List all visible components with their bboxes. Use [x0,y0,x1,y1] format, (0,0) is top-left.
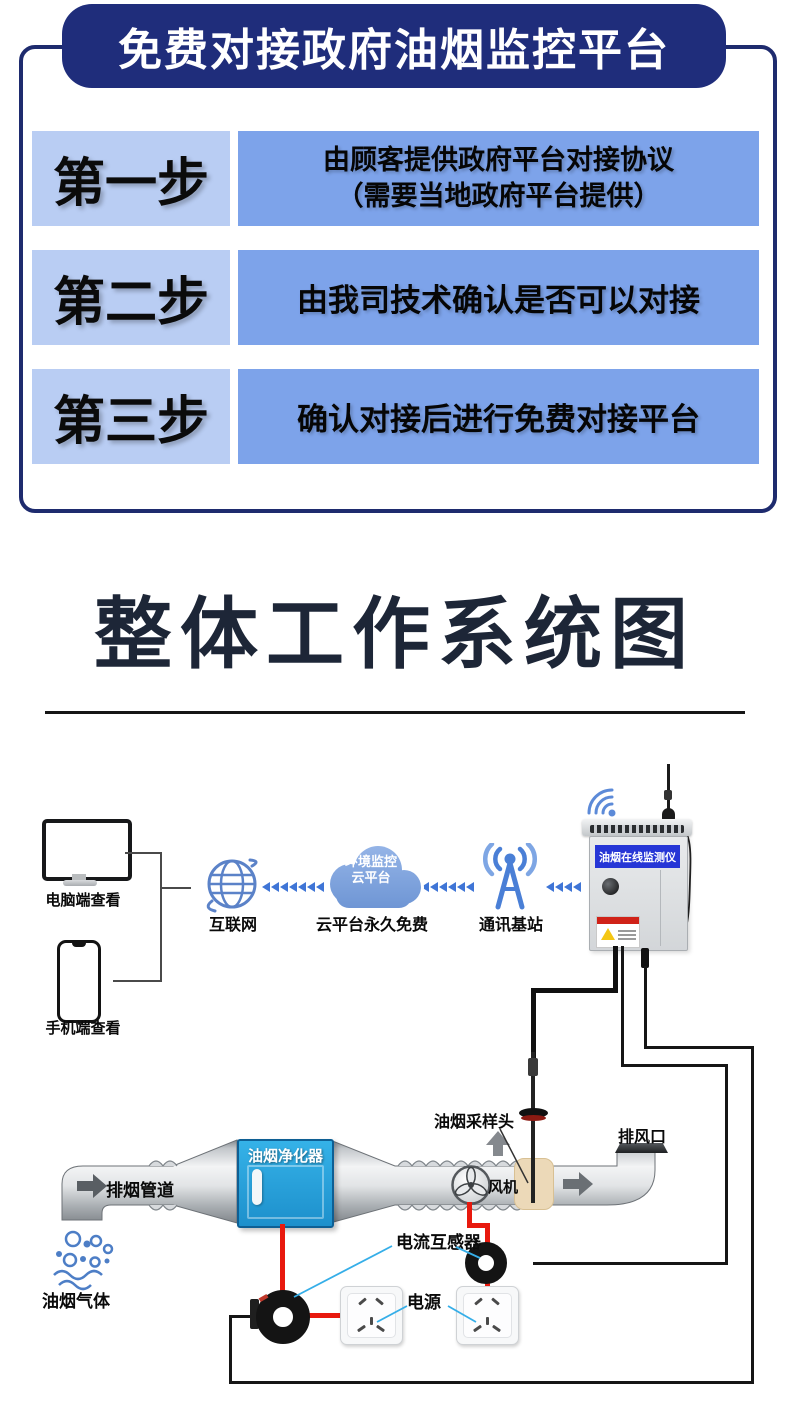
connector-line [125,852,161,854]
phone-notch [72,942,86,947]
wifi-icon [587,788,616,817]
smartphone-icon [57,940,101,1023]
device-door-seam [660,870,661,946]
step-2-desc: 由我司技术确认是否可以对接 [238,250,759,345]
signal-cable [621,946,624,1066]
oil-fume-gas-label: 油烟气体 [42,1292,110,1312]
probe-flange [519,1108,548,1118]
sampling-tube [531,988,618,993]
exhaust-cap [615,1143,668,1153]
device-knob [602,878,619,895]
cloud-text-line1: 环境监控 [344,855,397,870]
arrow-row-right [546,882,581,892]
current-transformer-icon [256,1290,310,1344]
step-1-desc: 由顾客提供政府平台对接协议 （需要当地政府平台提供） [238,131,759,226]
power-label: 电源 [407,1293,441,1313]
wire-red [485,1223,490,1247]
phone-label: 手机端查看 [45,1019,121,1037]
power-cable [229,1315,261,1318]
monitor-stand-neck [72,874,86,881]
purifier-box: 油烟净化器 [237,1139,334,1228]
fan-icon [451,1165,491,1205]
wire-red [485,1278,490,1293]
cloud-text: 环境监控 云平台 [326,855,416,887]
step-row-3: 第三步 确认对接后进行免费对接平台 [32,369,759,464]
exhaust-pipe-label: 排烟管道 [106,1181,174,1201]
warning-sticker [596,916,640,948]
power-cable [231,1381,754,1384]
wire-red [467,1223,490,1228]
step-3-desc: 确认对接后进行免费对接平台 [238,369,759,464]
up-arrow-icon [486,1131,510,1156]
cloud-icon [327,843,424,911]
step-row-2: 第二步 由我司技术确认是否可以对接 [32,250,759,345]
banner-title: 免费对接政府油烟监控平台 [62,4,726,88]
step-row-1: 第一步 由顾客提供政府平台对接协议 （需要当地政府平台提供） [32,131,759,226]
purifier-handle [252,1169,262,1205]
step-1-desc-line2: （需要当地政府平台提供） [336,180,661,212]
monitor-stand-base [63,880,97,886]
connector-line [113,980,161,982]
power-cable [751,1046,754,1384]
cable-plug [641,948,649,968]
wire-red [280,1224,285,1294]
sampling-head-label: 油烟采样头 [434,1112,515,1131]
arrow-row-left [262,882,324,892]
warning-sticker-bar [597,917,639,924]
bubbles-icon [53,1230,114,1291]
sampling-tube [531,988,536,1063]
exhaust-outlet-label: 排风口 [617,1127,666,1146]
probe-joint [528,1058,538,1076]
fan-label: 风机 [488,1178,519,1196]
arrow-row-mid [421,882,474,892]
transformer-tab [250,1299,259,1329]
connector-line [161,887,191,889]
outlet-icon [340,1286,403,1345]
sampling-tube [613,946,618,990]
pointer-lines [293,1128,529,1323]
title-divider [45,711,745,714]
step-3-label: 第三步 [32,369,230,464]
internet-label: 互联网 [208,915,257,934]
device-banner-label: 油烟在线监测仪 [595,845,680,868]
current-transformer-icon [465,1242,507,1284]
wire-red [305,1313,343,1318]
step-2-label: 第二步 [32,250,230,345]
signal-cable [621,1064,728,1067]
step-1-label: 第一步 [32,131,230,226]
purifier-door [247,1165,324,1219]
page-title: 整体工作系统图 [93,590,696,680]
computer-label: 电脑端查看 [45,891,121,909]
right-arrow-icon [77,1174,107,1198]
globe-icon [206,858,258,913]
wire-red [467,1202,472,1227]
power-cable [229,1315,232,1384]
power-cable [644,1046,754,1049]
sampling-probe [531,1052,535,1203]
probe-flange-ring [521,1115,546,1121]
base-station-label: 通讯基站 [478,915,543,934]
step-1-desc-line1: 由顾客提供政府平台对接协议 [323,144,674,176]
power-cable [644,966,647,1049]
cloud-caption: 云平台永久免费 [315,915,428,934]
antenna-base [662,808,675,822]
signal-cable [725,1064,728,1265]
right-arrow-icon [563,1172,593,1196]
cloud-text-line2: 云平台 [351,871,391,886]
purifier-label: 油烟净化器 [247,1147,323,1165]
warning-triangle-icon [601,928,615,940]
signal-cable [533,1262,728,1265]
connector-line [160,852,162,982]
antenna-joint [664,790,672,800]
duct-pipe [61,1131,656,1224]
monitor-icon [42,819,132,881]
antenna-tower-icon [482,843,538,910]
antenna-icon [667,764,670,814]
device-vent [590,825,684,833]
outlet-icon [456,1286,519,1345]
